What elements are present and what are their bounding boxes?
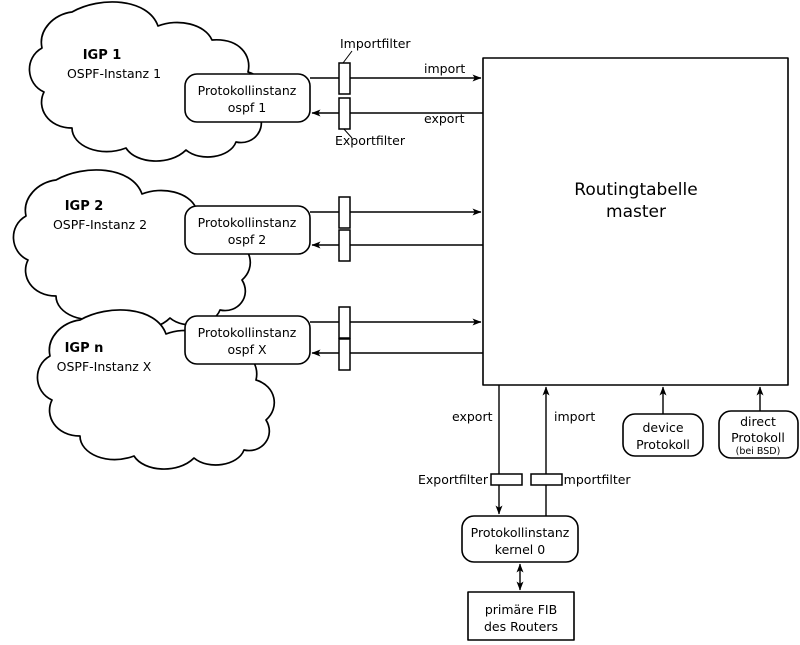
direct-protocol-line1: direct — [740, 414, 776, 429]
cloud-subtitle-igp1: OSPF-Instanz 1 — [67, 66, 161, 81]
cloud-subtitle-igp2: OSPF-Instanz 2 — [53, 217, 147, 232]
direct-protocol-line3: (bei BSD) — [736, 446, 781, 457]
flow-label-export-ospf1: export — [424, 111, 465, 126]
flow-label-export-kernel: export — [452, 409, 493, 424]
protocol-instance-ospf2-line1: Protokollinstanz — [198, 215, 297, 230]
cloud-title-igp1: IGP 1 — [83, 48, 122, 63]
importfilter-ospfx[interactable] — [338, 306, 351, 339]
cloud-title-igp2: IGP 2 — [65, 199, 104, 214]
exportfilter-ospfx[interactable] — [338, 338, 351, 371]
exportfilter-ospf2[interactable] — [338, 229, 351, 262]
protocol-instance-ospfx[interactable]: Protokollinstanz ospf X — [184, 315, 311, 365]
flow-label-import-ospf1: import — [424, 61, 465, 76]
device-protocol-box[interactable]: device Protokoll — [622, 413, 704, 457]
protocol-instance-kernel0-line2: kernel 0 — [495, 542, 545, 557]
direct-protocol-box[interactable]: direct Protokoll (bei BSD) — [718, 410, 799, 459]
protocol-instance-ospf1-line1: Protokollinstanz — [198, 83, 297, 98]
connector-group-ospf2 — [310, 196, 483, 262]
exportfilter-ospf1[interactable] — [338, 97, 351, 130]
connector-group-ospf1: import export Importfilter Exportfilter — [310, 36, 483, 148]
importfilter-kernel[interactable] — [530, 473, 563, 486]
flow-label-import-kernel: import — [554, 409, 595, 424]
importfilter-label-kernel: Importfilter — [560, 472, 631, 487]
device-protocol-line2: Protokoll — [636, 437, 690, 452]
fib-line2: des Routers — [484, 619, 558, 634]
fib-box[interactable]: primäre FIB des Routers — [467, 591, 575, 641]
routing-table-master[interactable]: Routingtabelle master — [482, 57, 789, 386]
direct-protocol-line2: Protokoll — [731, 430, 785, 445]
device-protocol-line1: device — [642, 420, 683, 435]
routing-table-title: Routingtabelle — [574, 180, 697, 200]
cloud-subtitle-igpn: OSPF-Instanz X — [57, 359, 152, 374]
protocol-instance-kernel0-line1: Protokollinstanz — [471, 525, 570, 540]
protocol-instance-ospfx-line1: Protokollinstanz — [198, 325, 297, 340]
fib-line1: primäre FIB — [485, 602, 557, 617]
exportfilter-kernel[interactable] — [490, 473, 523, 486]
connector-group-kernel: export import Exportfilter Importfilter — [418, 385, 631, 517]
cloud-title-igpn: IGP n — [65, 341, 104, 356]
exportfilter-label-ospf1: Exportfilter — [335, 133, 406, 148]
connector-group-ospfx — [310, 306, 483, 371]
protocol-instance-ospf2-line2: ospf 2 — [228, 232, 266, 247]
protocol-instance-ospf2[interactable]: Protokollinstanz ospf 2 — [184, 205, 311, 255]
importfilter-ospf1[interactable] — [338, 62, 351, 95]
importfilter-label-ospf1: Importfilter — [340, 36, 411, 51]
protocol-instance-kernel0[interactable]: Protokollinstanz kernel 0 — [461, 515, 579, 563]
protocol-instance-ospf1[interactable]: Protokollinstanz ospf 1 — [184, 73, 311, 123]
protocol-instance-ospf1-line2: ospf 1 — [228, 100, 266, 115]
routing-table-subtitle: master — [606, 202, 666, 222]
importfilter-ospf2[interactable] — [338, 196, 351, 229]
protocol-instance-ospfx-line2: ospf X — [227, 342, 266, 357]
exportfilter-label-kernel: Exportfilter — [418, 472, 489, 487]
